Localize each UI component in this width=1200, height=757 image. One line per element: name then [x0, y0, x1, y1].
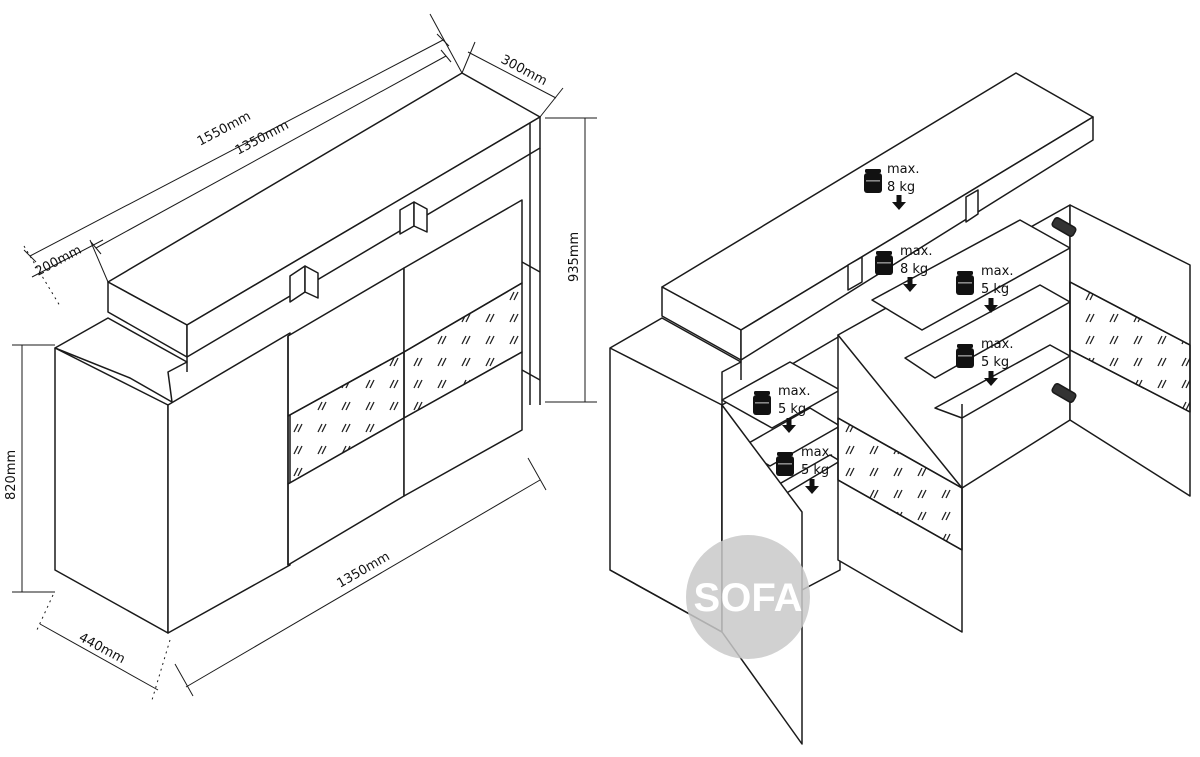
- left-door-closed: [54, 332, 291, 634]
- dim-body-width-bottom: 1350mm: [335, 549, 393, 591]
- load-limit-right-shelf-lower: max. 5 kg: [956, 337, 1013, 386]
- hutch-top-board: [107, 72, 541, 358]
- load-weight: 5 kg: [801, 463, 829, 478]
- load-limit-left-shelf-lower: max. 5 kg: [776, 445, 833, 494]
- load-label: max.: [887, 162, 919, 177]
- dim-total-height: 935mm: [567, 232, 582, 282]
- load-limit-right-shelf-upper: max. 5 kg: [956, 264, 1013, 313]
- right-compartment-shelves: [837, 204, 1071, 489]
- load-weight: 8 kg: [887, 180, 915, 195]
- load-weight: 8 kg: [900, 262, 928, 277]
- sofa-watermark-logo: SOFA: [686, 535, 810, 659]
- right-open-door: [1069, 204, 1191, 497]
- weight-icon: [753, 391, 771, 415]
- logo-circle: [686, 535, 810, 659]
- open-sideboard-view: [609, 72, 1191, 745]
- dim-top-depth: 300mm: [498, 52, 549, 89]
- weight-icon: [776, 452, 794, 476]
- weight-icon: [864, 169, 882, 193]
- dim-body-height: 820mm: [4, 450, 19, 500]
- dimension-lines: [12, 13, 597, 701]
- cabinet-top: [54, 317, 188, 403]
- load-weight: 5 kg: [981, 355, 1009, 370]
- load-label: max.: [801, 445, 833, 460]
- closed-sideboard-view: 1550mm 1350mm 300mm 200mm 935mm 820mm 44…: [4, 13, 597, 701]
- load-label: max.: [900, 244, 932, 259]
- load-limit-left-shelf-upper: max. 5 kg: [753, 384, 810, 433]
- weight-icon: [956, 344, 974, 368]
- load-label: max.: [981, 264, 1013, 279]
- hutch-posts: [186, 123, 541, 405]
- load-weight: 5 kg: [981, 282, 1009, 297]
- load-weight: 5 kg: [778, 402, 806, 417]
- open-hutch-top-board: [661, 72, 1094, 380]
- drawer-grid: [287, 199, 541, 566]
- load-label: max.: [778, 384, 810, 399]
- load-limit-top-shelf: max. 8 kg: [864, 162, 919, 210]
- hinge-icon: [1051, 217, 1077, 403]
- weight-icon: [875, 251, 893, 275]
- load-label: max.: [981, 337, 1013, 352]
- dim-top-overhang: 200mm: [33, 243, 84, 280]
- logo-text: SOFA: [694, 576, 803, 620]
- weight-icon: [956, 271, 974, 295]
- load-limit-upper-open-shelf: max. 8 kg: [875, 244, 932, 292]
